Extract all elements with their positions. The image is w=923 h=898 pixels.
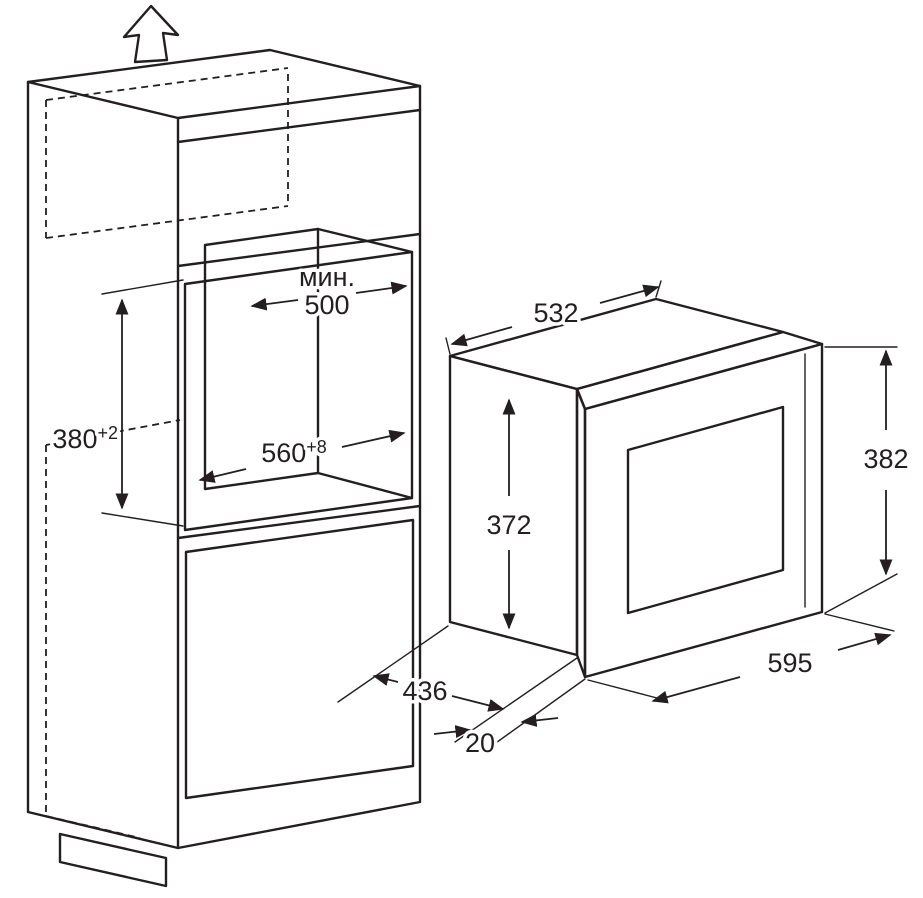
dim-label-532: 532 bbox=[533, 298, 578, 328]
dim-oven-top-width: 532 bbox=[445, 280, 662, 355]
oven-side-face bbox=[448, 354, 579, 657]
cabinet-top-slab-edge bbox=[176, 108, 422, 144]
microwave-drawing: 532 372 436 20 595 bbox=[337, 280, 912, 762]
dim-label-380: 380+2 bbox=[52, 423, 118, 454]
cabinet-top-face-edges bbox=[26, 80, 422, 850]
dim-label-372: 372 bbox=[486, 510, 531, 540]
dim-label-20: 20 bbox=[465, 728, 495, 758]
dim-door-projection: 20 bbox=[433, 678, 586, 762]
dim-niche-min-depth: мин. 500 bbox=[250, 259, 408, 324]
cabinet-niche-interior bbox=[203, 227, 414, 500]
cabinet-hidden-edges-bottom bbox=[45, 419, 181, 839]
oven-door-front bbox=[583, 342, 824, 679]
dim-label-560: 560+8 bbox=[261, 437, 327, 468]
cabinet-drawing: мин. 500 380+2 560+8 bbox=[26, 4, 422, 888]
dim-niche-height: 380+2 bbox=[49, 279, 184, 527]
dim-oven-front-width: 595 bbox=[587, 613, 895, 704]
dim-label-500: 500 bbox=[304, 290, 349, 320]
oven-door-top-strip bbox=[575, 330, 824, 411]
dim-oven-cavity-height: 372 bbox=[483, 398, 535, 630]
cabinet-outline bbox=[26, 48, 422, 850]
dim-label-382: 382 bbox=[863, 444, 908, 474]
cabinet-shelf-band bbox=[176, 232, 422, 268]
cabinet-plinth bbox=[58, 832, 168, 888]
cabinet-lower-door bbox=[184, 518, 415, 800]
dim-niche-width: 560+8 bbox=[198, 429, 406, 483]
up-arrow-icon bbox=[122, 4, 180, 64]
dim-label-min: мин. bbox=[299, 262, 355, 292]
cabinet-hidden-edges-top bbox=[45, 67, 289, 239]
cabinet-lower-band bbox=[176, 504, 422, 540]
oven-top-face bbox=[448, 297, 785, 391]
dim-label-595: 595 bbox=[767, 648, 812, 678]
oven-door-window bbox=[626, 405, 785, 615]
dim-label-436: 436 bbox=[402, 676, 447, 706]
dim-oven-front-height: 382 bbox=[824, 346, 912, 614]
dim-oven-depth: 436 bbox=[337, 625, 578, 743]
